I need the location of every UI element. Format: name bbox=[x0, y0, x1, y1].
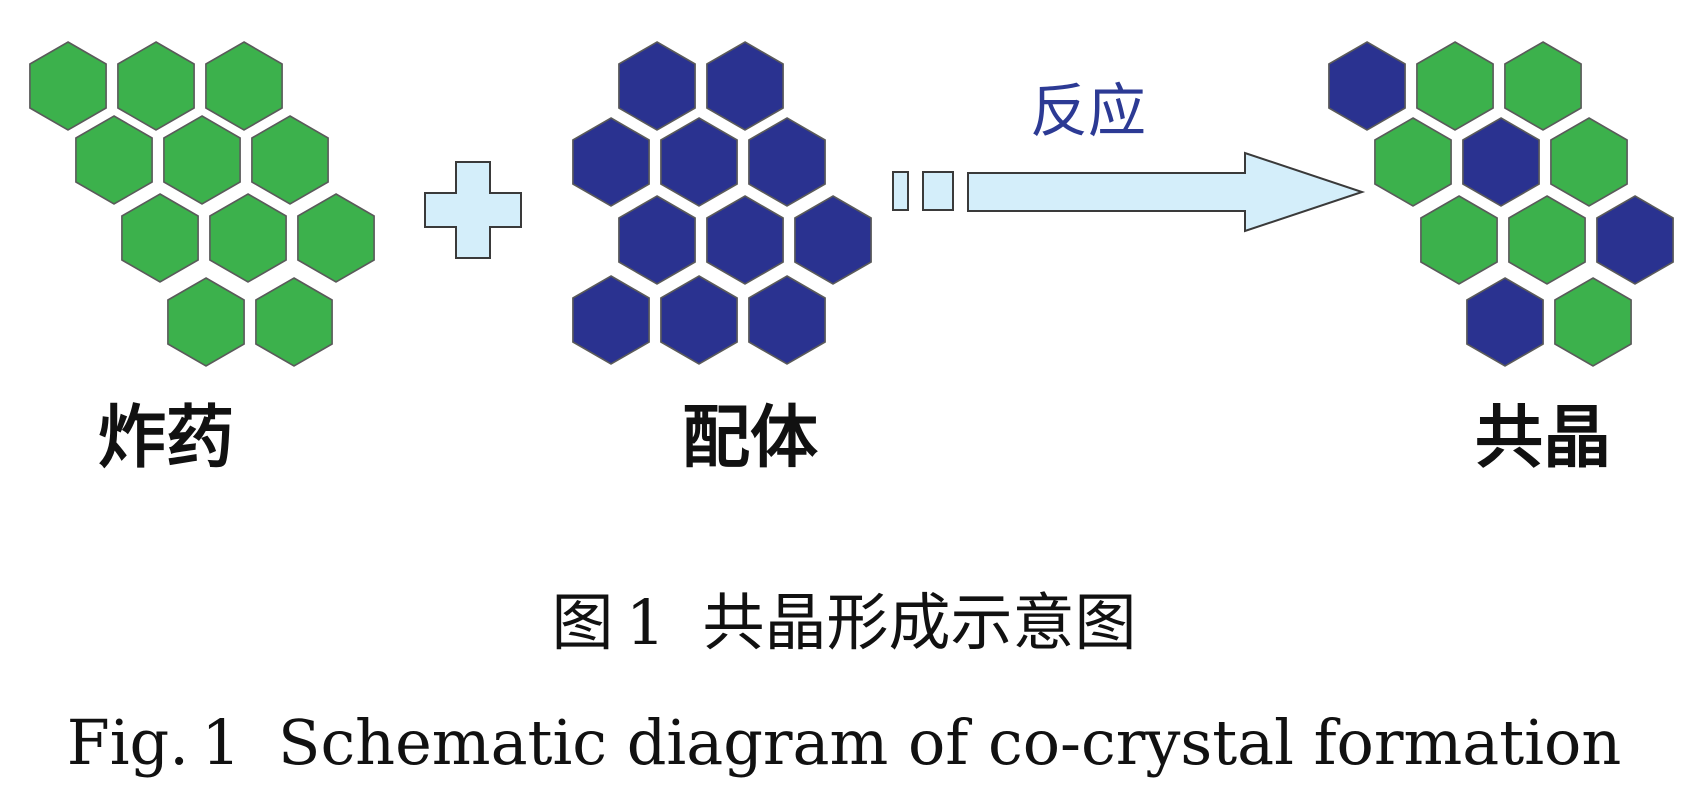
ligand-hexagon-blue bbox=[706, 41, 784, 131]
ligand-hexagon-blue bbox=[794, 195, 872, 285]
cocrystal-hexagon-blue bbox=[1328, 41, 1406, 131]
explosive-hexagon-green bbox=[75, 115, 153, 205]
ligand-hexagon-blue bbox=[660, 117, 738, 207]
explosive-hexagon-green bbox=[255, 277, 333, 367]
ligand-hexagon-blue bbox=[572, 275, 650, 365]
caption-en-text: Schematic diagram of co-crystal formatio… bbox=[277, 706, 1622, 779]
explosive-hexagon-green bbox=[117, 41, 195, 131]
plus-icon bbox=[424, 161, 522, 259]
cocrystal-hexagon-blue bbox=[1466, 277, 1544, 367]
explosive-hexagon-green bbox=[205, 41, 283, 131]
ligand-hexagon-blue bbox=[748, 275, 826, 365]
cocrystal-hexagon-green bbox=[1550, 117, 1628, 207]
explosive-label: 炸药 bbox=[98, 399, 235, 478]
explosive-hexagon-green bbox=[167, 277, 245, 367]
explosive-hexagon-green bbox=[121, 193, 199, 283]
ligand-hexagon-blue bbox=[748, 117, 826, 207]
explosive-hexagon-green bbox=[251, 115, 329, 205]
explosive-hexagon-green bbox=[163, 115, 241, 205]
ligand-label: 配体 bbox=[682, 399, 819, 478]
reaction-arrow-icon bbox=[892, 151, 1366, 233]
reaction-label: 反应 bbox=[1030, 77, 1147, 145]
caption-cn-prefix: 图 bbox=[551, 586, 614, 659]
caption-cn-number: 1 bbox=[625, 586, 666, 659]
cocrystal-hexagon-blue bbox=[1462, 117, 1540, 207]
explosive-hexagon-green bbox=[29, 41, 107, 131]
explosive-hexagon-green bbox=[209, 193, 287, 283]
caption-en-prefix: Fig. bbox=[66, 706, 189, 779]
cocrystal-hexagon-green bbox=[1374, 117, 1452, 207]
cocrystal-hex-cluster bbox=[1328, 41, 1674, 367]
caption-cn-text: 共晶形成示意图 bbox=[702, 586, 1137, 659]
cocrystal-hexagon-green bbox=[1504, 41, 1582, 131]
explosive-hexagon-green bbox=[297, 193, 375, 283]
cocrystal-hexagon-green bbox=[1420, 195, 1498, 285]
ligand-hexagon-blue bbox=[706, 195, 784, 285]
ligand-hexagon-blue bbox=[572, 117, 650, 207]
cocrystal-hexagon-green bbox=[1554, 277, 1632, 367]
arrow-dash-1 bbox=[892, 171, 909, 211]
diagram-canvas bbox=[29, 41, 1674, 367]
cocrystal-hexagon-green bbox=[1416, 41, 1494, 131]
ligand-hexagon-blue bbox=[618, 41, 696, 131]
caption-en-number: 1 bbox=[201, 706, 241, 779]
ligand-hexagon-blue bbox=[660, 275, 738, 365]
arrow-body bbox=[967, 151, 1366, 233]
cocrystal-hexagon-green bbox=[1508, 195, 1586, 285]
ligand-hex-cluster bbox=[572, 41, 872, 365]
cocrystal-label: 共晶 bbox=[1475, 399, 1612, 478]
cocrystal-hexagon-blue bbox=[1596, 195, 1674, 285]
ligand-hexagon-blue bbox=[618, 195, 696, 285]
explosive-hex-cluster bbox=[29, 41, 375, 367]
arrow-dash-2 bbox=[922, 171, 954, 211]
